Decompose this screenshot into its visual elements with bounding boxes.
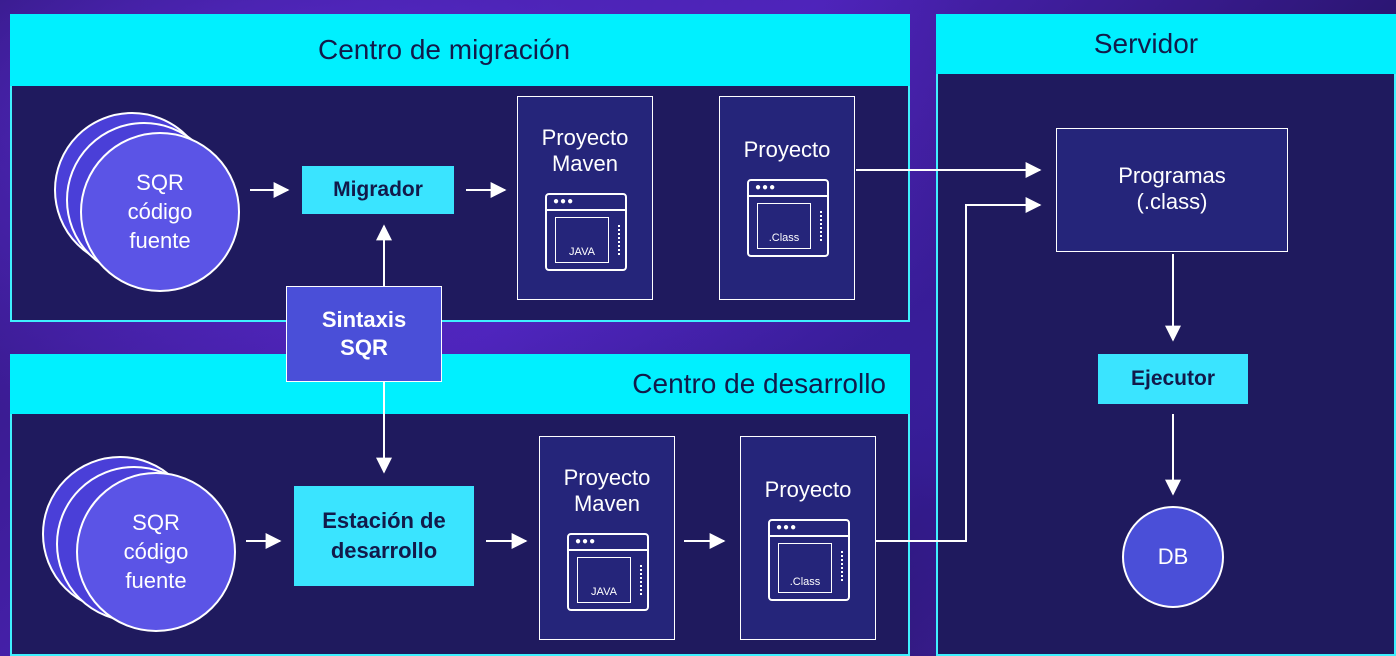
circle-stack-icon <box>80 132 240 292</box>
maven-line-1: Proyecto <box>541 125 629 150</box>
development-center-title: Centro de desarrollo <box>632 368 886 399</box>
migration-proyecto-tile: Proyecto ●●● .Class <box>719 96 855 300</box>
migrador-box: Migrador <box>302 166 454 214</box>
server-title: Servidor <box>1093 28 1199 59</box>
source-line-2: código <box>127 199 193 224</box>
maven-title: Proyecto Maven <box>518 125 652 177</box>
estacion-line-1: Estación de <box>322 508 446 533</box>
programas-line-1: Programas <box>1118 163 1226 188</box>
maven-line-2: Maven <box>573 491 641 516</box>
window-icon: ●●● .Class <box>768 519 850 601</box>
source-line-3: fuente <box>125 568 187 593</box>
development-center-header: Centro de desarrollo <box>10 354 910 414</box>
migration-maven-tile: Proyecto Maven ●●● JAVA <box>517 96 653 300</box>
source-line-1: SQR <box>136 170 184 195</box>
ejecutor-box: Ejecutor <box>1098 354 1248 404</box>
source-line-3: fuente <box>129 228 191 253</box>
java-label: JAVA <box>555 217 609 263</box>
window-icon: ●●● JAVA <box>545 193 627 271</box>
window-icon: ●●● .Class <box>747 179 829 257</box>
db-label: DB <box>1157 544 1189 569</box>
maven-line-1: Proyecto <box>563 465 651 490</box>
programas-line-2: (.class) <box>1136 189 1208 214</box>
window-dots-icon: ●●● <box>755 182 777 193</box>
source-line-1: SQR <box>132 510 180 535</box>
development-proyecto-tile: Proyecto ●●● .Class <box>740 436 876 640</box>
maven-title: Proyecto Maven <box>540 465 674 517</box>
migrador-label: Migrador <box>333 178 423 201</box>
estacion-de-desarrollo-box: Estación de desarrollo <box>294 486 474 586</box>
db-circle: DB <box>1122 506 1224 608</box>
source-line-2: código <box>123 539 189 564</box>
development-maven-tile: Proyecto Maven ●●● JAVA <box>539 436 675 640</box>
proyecto-title: Proyecto <box>764 477 852 502</box>
maven-line-2: Maven <box>551 151 619 176</box>
class-label: .Class <box>757 203 811 249</box>
sintaxis-line-1: Sintaxis <box>321 307 407 332</box>
window-icon: ●●● JAVA <box>567 533 649 611</box>
arrow-dev-proyecto-to-programas <box>876 197 1042 542</box>
server-header: Servidor <box>936 14 1396 74</box>
development-source-label: SQR código fuente <box>76 508 236 595</box>
window-dots-icon: ●●● <box>776 522 798 533</box>
window-dots-icon: ●●● <box>575 536 597 547</box>
ejecutor-label: Ejecutor <box>1130 367 1216 390</box>
java-label: JAVA <box>577 557 631 603</box>
window-dots-icon: ●●● <box>553 196 575 207</box>
class-label: .Class <box>778 543 832 593</box>
migration-center-title: Centro de migración <box>318 34 571 65</box>
migration-center-header: Centro de migración <box>10 14 910 86</box>
sintaxis-line-2: SQR <box>340 335 388 360</box>
proyecto-title: Proyecto <box>743 137 831 162</box>
circle-stack-icon <box>76 472 236 632</box>
migration-source-label: SQR código fuente <box>80 168 240 255</box>
sintaxis-sqr-box: Sintaxis SQR <box>286 286 442 382</box>
programas-box: Programas (.class) <box>1056 128 1288 252</box>
estacion-line-2: desarrollo <box>330 538 438 563</box>
